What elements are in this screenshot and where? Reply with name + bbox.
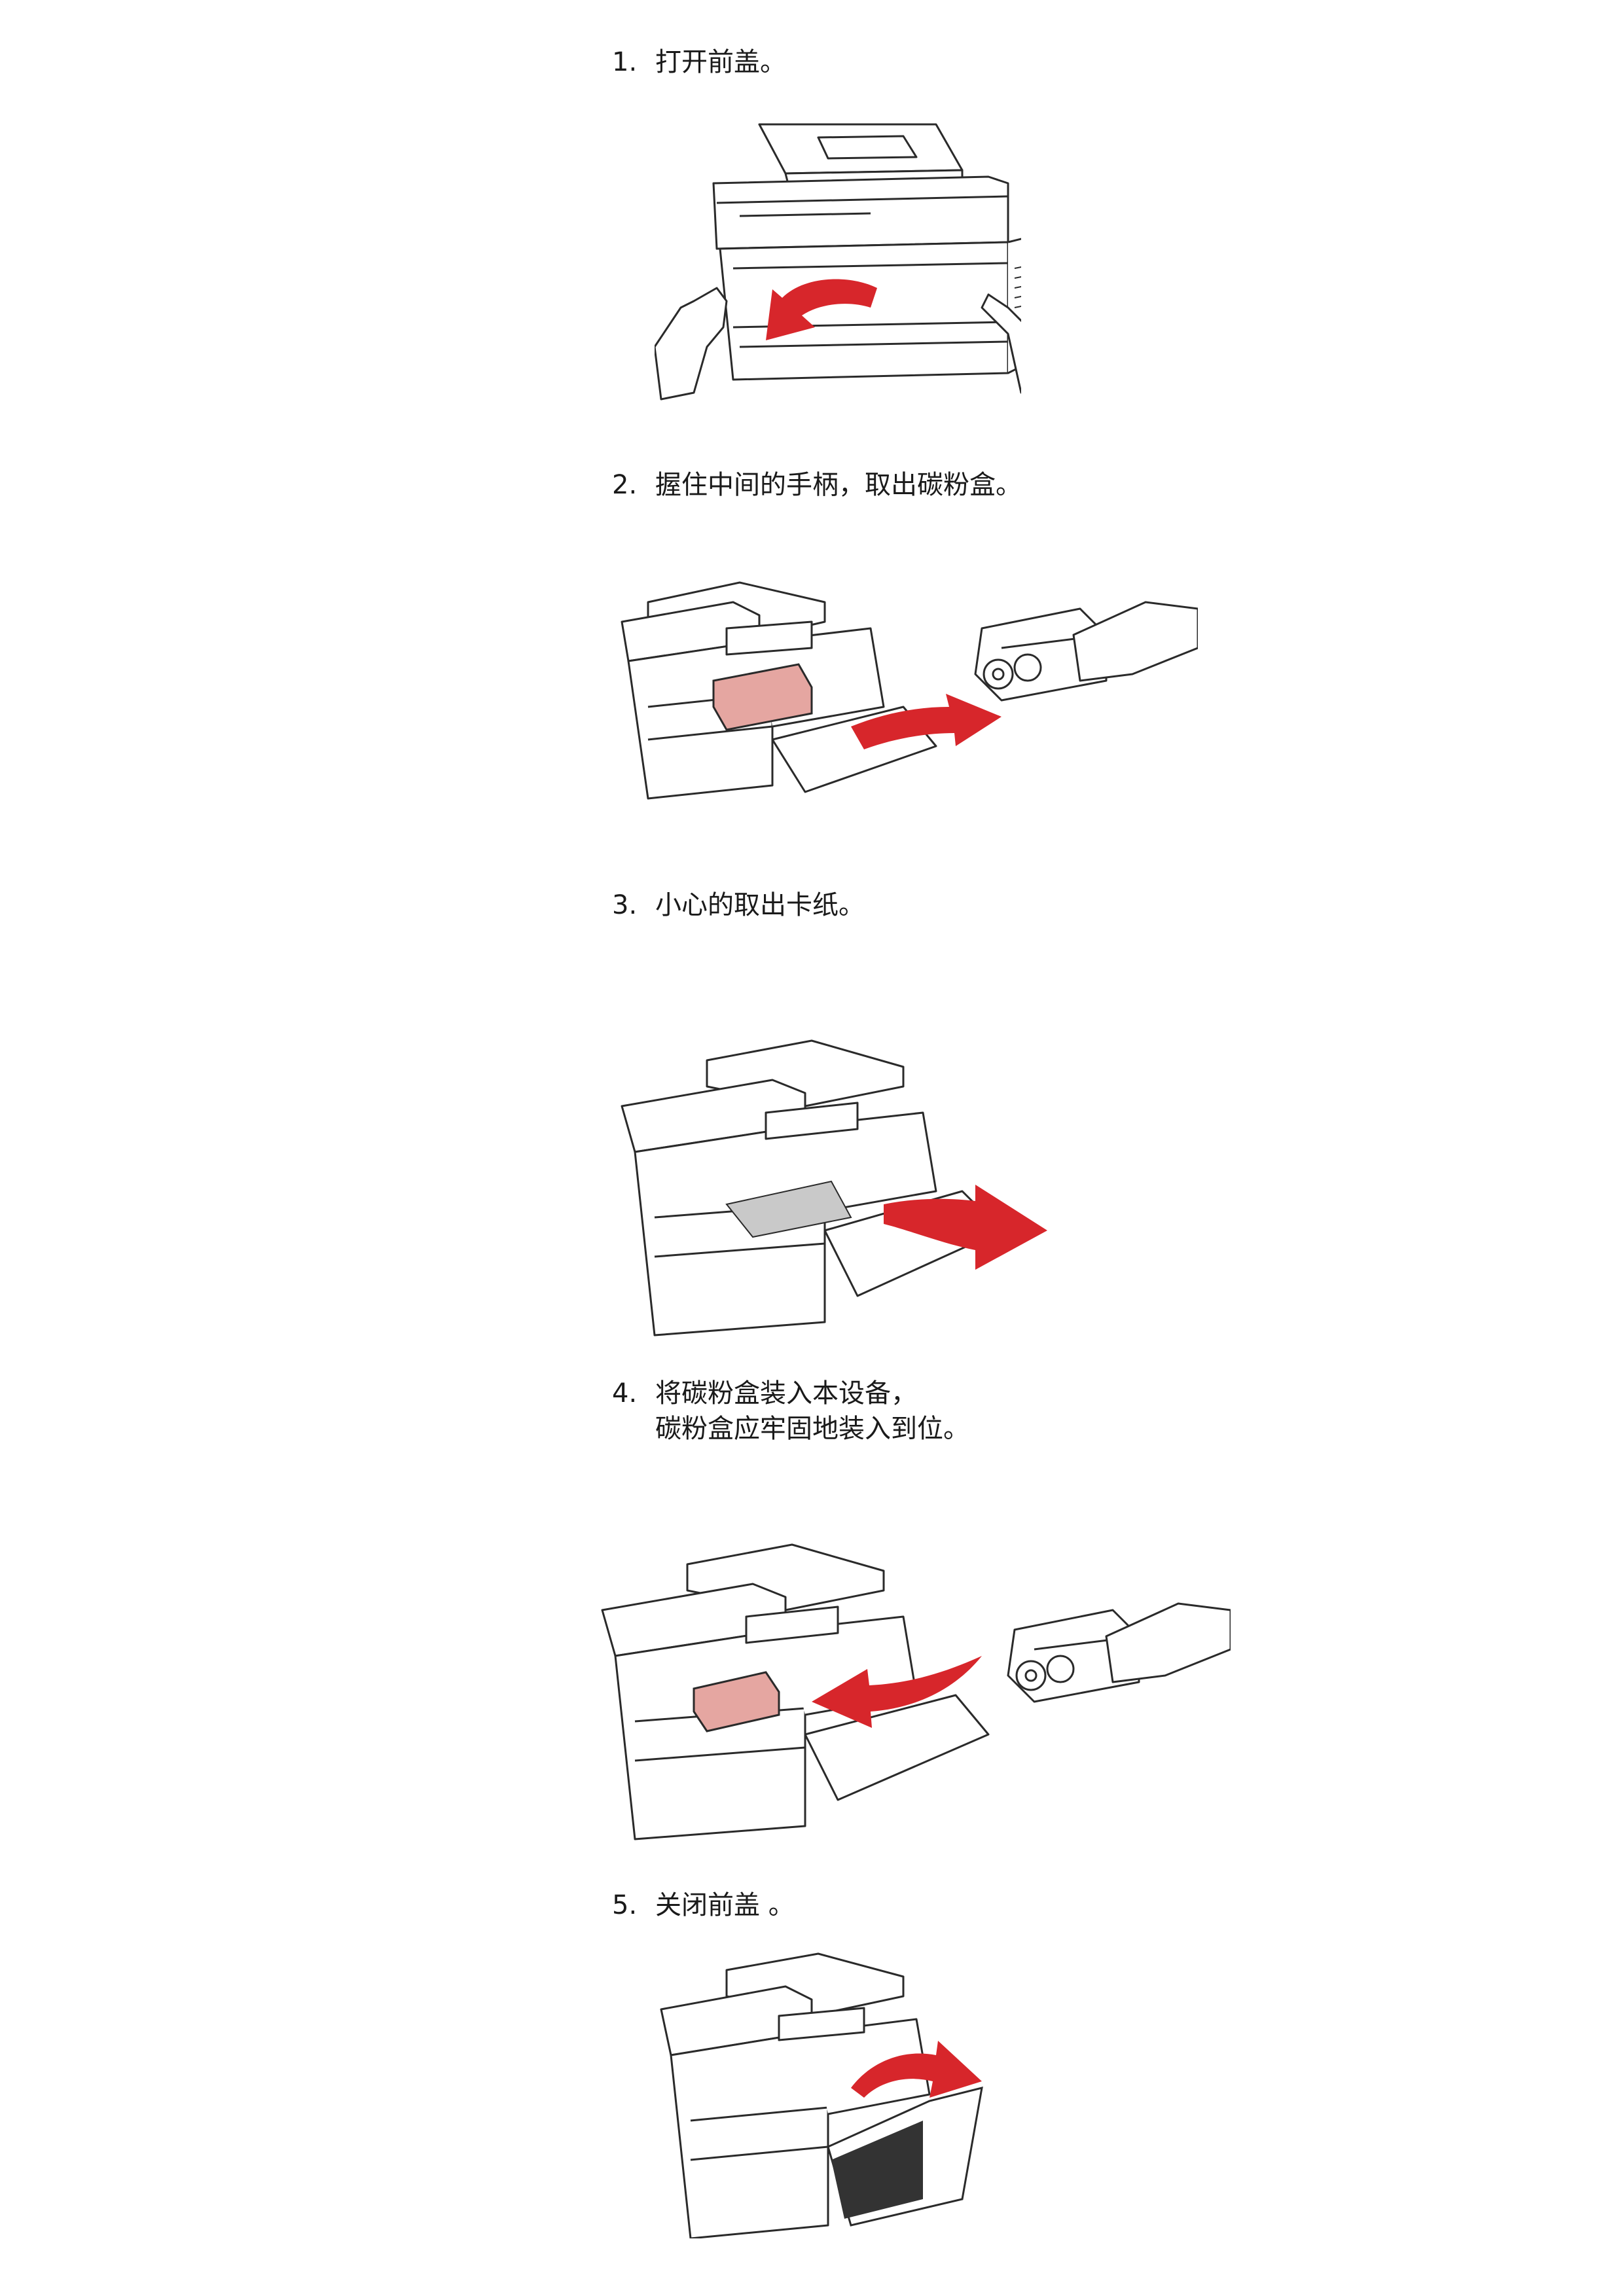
- step-number: 3.: [612, 890, 638, 920]
- arrow-icon: [812, 1656, 982, 1728]
- printer-toner-removal-illustration: [621, 581, 1198, 800]
- step-number: 5.: [612, 1890, 638, 1920]
- step-number: 1.: [612, 47, 638, 77]
- step-text: 打开前盖。: [655, 47, 786, 77]
- step-2-instruction: 2. 握住中间的手柄，取出碳粉盒。: [612, 467, 1022, 503]
- step-text: 关闭前盖 。: [655, 1890, 795, 1920]
- printer-paper-jam-illustration: [621, 1039, 1047, 1336]
- step-3-instruction: 3. 小心的取出卡纸。: [612, 888, 865, 923]
- step-number: 2.: [612, 470, 638, 500]
- printer-front-close-illustration: [660, 1952, 983, 2238]
- step-text-continuation: 碳粉盒应牢固地装入到位。: [655, 1414, 969, 1444]
- step-text: 握住中间的手柄，取出碳粉盒。: [655, 470, 1022, 500]
- arrow-icon: [884, 1185, 1047, 1270]
- arrow-icon: [766, 279, 877, 340]
- printer-front-open-illustration: [655, 123, 1021, 401]
- arrow-icon: [851, 2041, 982, 2098]
- step-1-instruction: 1. 打开前盖。: [612, 45, 786, 80]
- step-number: 4.: [612, 1378, 638, 1408]
- step-text: 将碳粉盒装入本设备，: [655, 1378, 917, 1408]
- printer-toner-insert-illustration: [601, 1543, 1231, 1840]
- step-5-instruction: 5. 关闭前盖 。: [612, 1888, 795, 1923]
- step-4-instruction: 4. 将碳粉盒装入本设备， 碳粉盒应牢固地装入到位。: [612, 1376, 969, 1446]
- step-text: 小心的取出卡纸。: [655, 890, 865, 920]
- arrow-icon: [851, 694, 1001, 749]
